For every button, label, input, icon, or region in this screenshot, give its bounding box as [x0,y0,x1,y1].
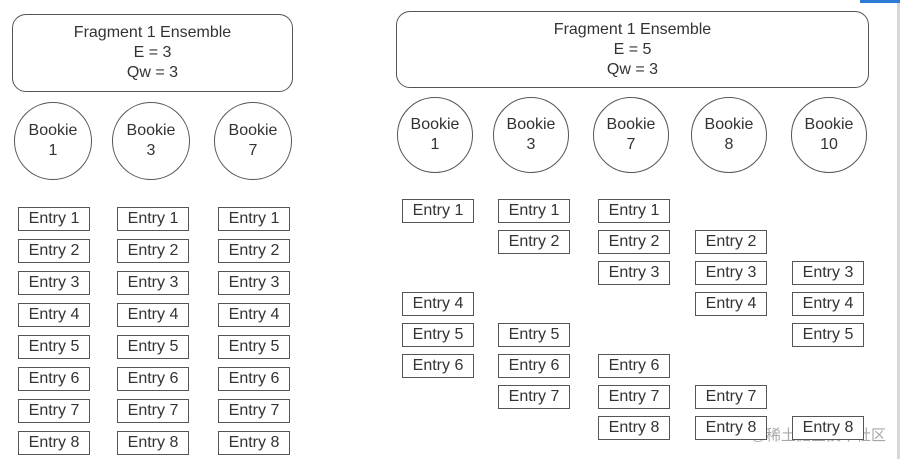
ensemble-title: Fragment 1 Ensemble [553,20,712,38]
entry-box: Entry 2 [695,230,767,254]
entry-box: Entry 2 [498,230,570,254]
write-quorum: Qw = 3 [126,64,179,81]
entry-box: Entry 5 [117,335,189,359]
bookie-id: 1 [48,142,58,159]
bookie-id: 10 [820,136,838,153]
entry-box: Entry 4 [218,303,290,327]
entry-box: Entry 6 [598,354,670,378]
entry-box: Entry 3 [792,261,864,285]
entry-box: Entry 3 [218,271,290,295]
ensemble-box: Fragment 1 Ensemble E = 5 Qw = 3 [396,11,869,88]
entry-box: Entry 1 [498,199,570,223]
entry-box: Entry 7 [117,399,189,423]
bookie-node: Bookie 1 [14,102,92,180]
bookie-node: Bookie 8 [691,97,767,173]
ensemble-title: Fragment 1 Ensemble [73,24,232,41]
entry-box: Entry 3 [117,271,189,295]
bookie-label: Bookie [228,122,278,139]
entry-box: Entry 4 [18,303,90,327]
entry-box: Entry 7 [695,385,767,409]
bookie-id: 1 [430,136,440,153]
bookie-label: Bookie [704,116,754,133]
entry-box: Entry 8 [695,416,767,440]
frame-border-top [860,0,900,3]
entry-box: Entry 8 [117,431,189,455]
bookie-label: Bookie [804,116,854,133]
entry-box: Entry 1 [218,207,290,231]
bookie-node: Bookie 1 [397,97,473,173]
bookie-id: 7 [626,136,636,153]
entry-box: Entry 8 [218,431,290,455]
entry-box: Entry 2 [18,239,90,263]
entry-box: Entry 8 [598,416,670,440]
entry-box: Entry 8 [792,416,864,440]
entry-box: Entry 3 [598,261,670,285]
bookie-node: Bookie 7 [214,102,292,180]
entry-box: Entry 4 [695,292,767,316]
entry-box: Entry 5 [218,335,290,359]
entry-box: Entry 5 [402,323,474,347]
bookie-id: 3 [526,136,536,153]
bookie-label: Bookie [410,116,460,133]
bookie-label: Bookie [126,122,176,139]
bookie-node: Bookie 3 [112,102,190,180]
entry-box: Entry 5 [18,335,90,359]
entry-box: Entry 1 [598,199,670,223]
entry-box: Entry 7 [498,385,570,409]
ensemble-size: E = 5 [613,40,652,58]
write-quorum: Qw = 3 [606,60,659,78]
entry-box: Entry 1 [117,207,189,231]
entry-box: Entry 2 [598,230,670,254]
entry-box: Entry 3 [18,271,90,295]
entry-box: Entry 1 [18,207,90,231]
frame-border-right [897,0,900,459]
entry-box: Entry 6 [402,354,474,378]
entry-box: Entry 5 [792,323,864,347]
bookie-node: Bookie 7 [593,97,669,173]
bookie-id: 8 [724,136,734,153]
entry-box: Entry 6 [498,354,570,378]
entry-box: Entry 2 [218,239,290,263]
entry-box: Entry 2 [117,239,189,263]
entry-box: Entry 1 [402,199,474,223]
entry-box: Entry 7 [598,385,670,409]
bookie-label: Bookie [28,122,78,139]
entry-box: Entry 3 [695,261,767,285]
entry-box: Entry 6 [117,367,189,391]
entry-box: Entry 4 [792,292,864,316]
entry-box: Entry 4 [117,303,189,327]
entry-box: Entry 7 [18,399,90,423]
bookie-label: Bookie [606,116,656,133]
bookie-id: 3 [146,142,156,159]
ensemble-box: Fragment 1 Ensemble E = 3 Qw = 3 [12,14,293,92]
entry-box: Entry 8 [18,431,90,455]
bookie-label: Bookie [506,116,556,133]
bookie-node: Bookie 10 [791,97,867,173]
entry-box: Entry 6 [18,367,90,391]
ensemble-size: E = 3 [133,44,172,61]
entry-box: Entry 5 [498,323,570,347]
entry-box: Entry 7 [218,399,290,423]
bookie-id: 7 [248,142,258,159]
entry-box: Entry 4 [402,292,474,316]
bookie-node: Bookie 3 [493,97,569,173]
entry-box: Entry 6 [218,367,290,391]
